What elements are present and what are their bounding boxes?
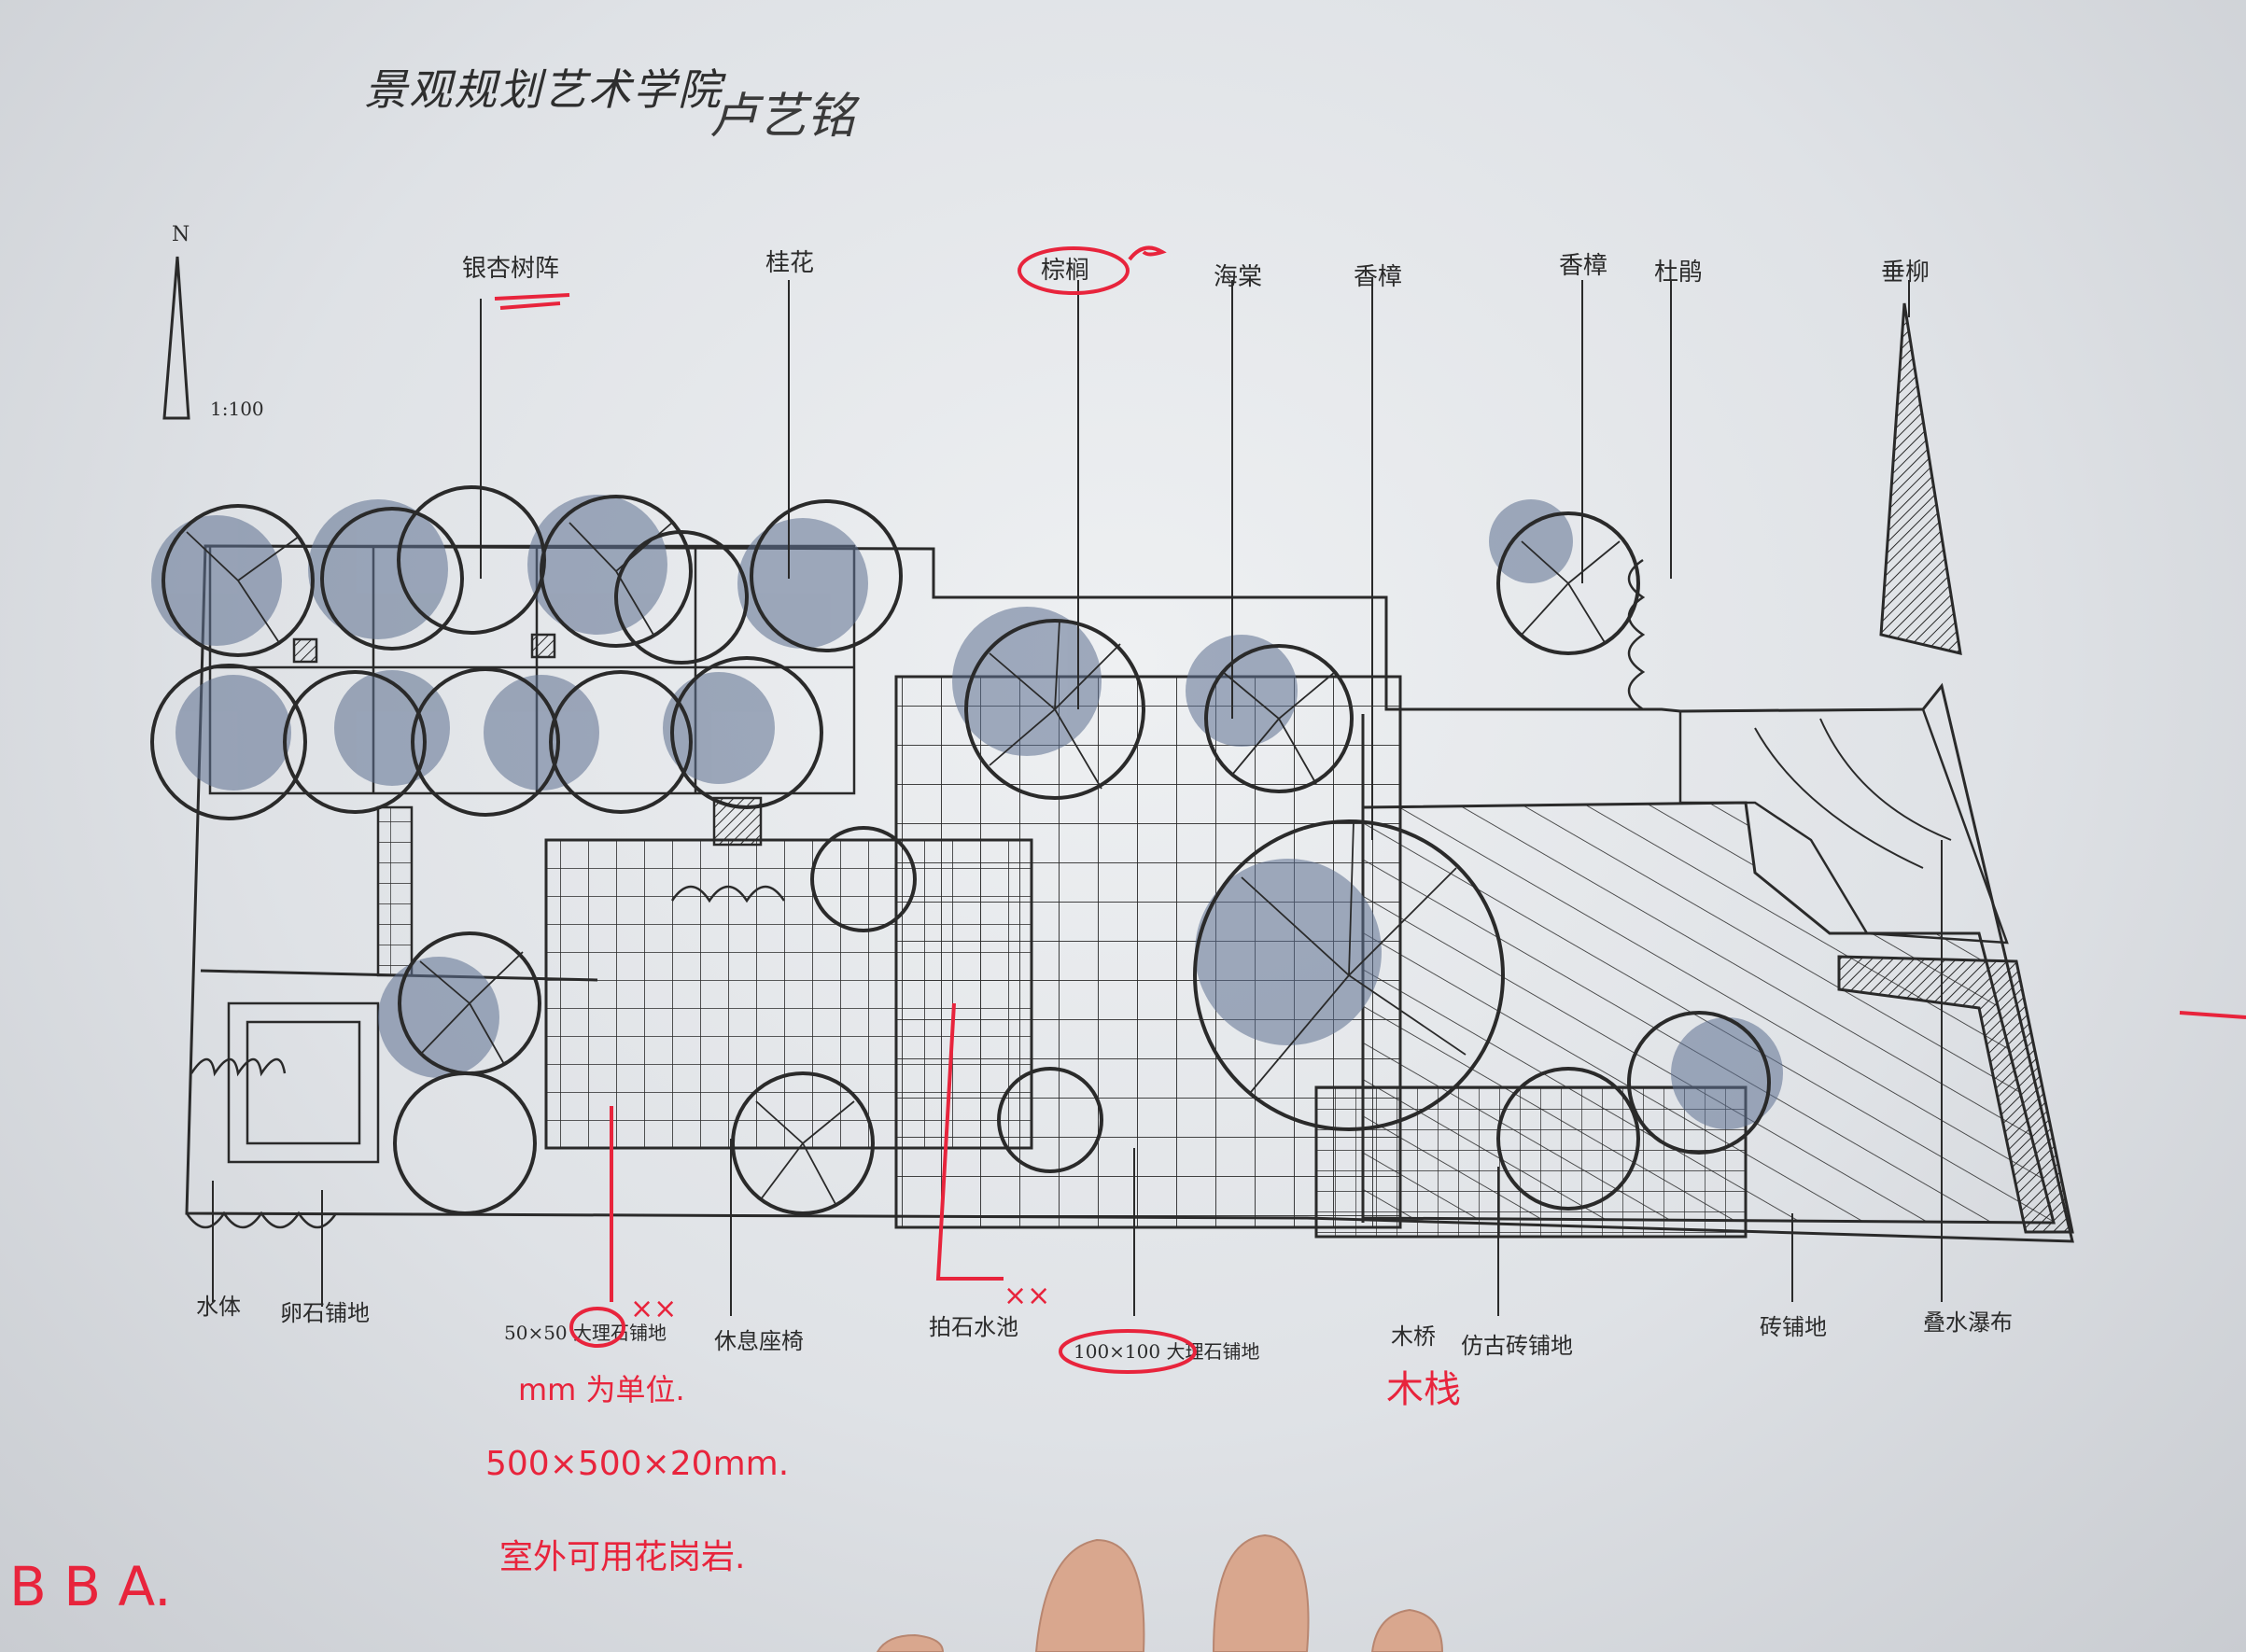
ginkgo-tree bbox=[283, 670, 427, 814]
label-waterfall: 叠水瀑布 bbox=[1923, 1309, 2013, 1336]
ginkgo-tree bbox=[411, 667, 560, 817]
shade-tree bbox=[393, 1071, 537, 1215]
ginkgo-tree bbox=[670, 656, 823, 809]
red-cross-2: ×× bbox=[1004, 1280, 1050, 1312]
tree-shadows bbox=[151, 495, 1783, 1129]
north-label: N bbox=[172, 223, 190, 246]
label-antique-brick: 仿古砖铺地 bbox=[1461, 1333, 1573, 1359]
shade-tree bbox=[1627, 1011, 1771, 1155]
label-pond: 拍石水池 bbox=[929, 1314, 1018, 1340]
ginkgo-tree bbox=[614, 530, 749, 665]
label-bench: 休息座椅 bbox=[714, 1328, 804, 1354]
bottom-labels: 水体 卵石铺地 50×50 大理石铺地 休息座椅 拍石水池 100×100 大理… bbox=[196, 1294, 2013, 1363]
label-pebble-paving: 卵石铺地 bbox=[280, 1300, 370, 1326]
red-bridge-fix: 木栈 bbox=[1386, 1368, 1461, 1411]
label-willow: 垂柳 bbox=[1881, 259, 1930, 287]
tree-canopies bbox=[150, 485, 1771, 1215]
red-notes: ×× ×× 木栈 mm 为单位. 500×500×20mm. 室外可用花岗岩. … bbox=[9, 1280, 1461, 1618]
label-marble-50: 50×50 大理石铺地 bbox=[504, 1322, 667, 1344]
top-labels: 银杏树阵 桂花 棕榈 海棠 香樟 香樟 杜鹃 垂柳 bbox=[462, 249, 1930, 291]
document-title: 景观规划艺术学院 bbox=[364, 64, 723, 115]
osmanthus-small bbox=[810, 826, 917, 932]
label-brick-paving: 砖铺地 bbox=[1760, 1314, 1827, 1340]
weeping-willow-waterfall bbox=[1837, 302, 2074, 1234]
label-palm: 棕榈 bbox=[1041, 257, 1089, 285]
label-water: 水体 bbox=[196, 1294, 241, 1320]
red-cross-1: ×× bbox=[630, 1293, 677, 1325]
ginkgo-tree bbox=[397, 485, 546, 635]
label-camphor-2: 香樟 bbox=[1559, 252, 1607, 280]
palm-tree bbox=[964, 619, 1145, 800]
tree-spokes bbox=[186, 522, 1621, 1205]
osmanthus-tree bbox=[750, 499, 903, 652]
shade-tree bbox=[1496, 1067, 1640, 1211]
label-ginkgo-array: 银杏树阵 bbox=[462, 255, 559, 283]
label-wood-bridge: 木桥 bbox=[1391, 1323, 1436, 1350]
ginkgo-tree bbox=[549, 670, 693, 814]
ginkgo-tree bbox=[540, 495, 693, 648]
label-marble-100: 100×100 大理石铺地 bbox=[1074, 1340, 1259, 1363]
large-camphor-tree bbox=[1193, 819, 1505, 1131]
red-note-size: 500×500×20mm. bbox=[485, 1445, 789, 1483]
camphor-tree bbox=[1496, 511, 1640, 655]
label-camphor-1: 香樟 bbox=[1354, 263, 1402, 291]
upper-right-path bbox=[1678, 707, 2009, 945]
label-begonia: 海棠 bbox=[1214, 263, 1262, 291]
red-corrections bbox=[494, 245, 2246, 1374]
label-osmanthus: 桂花 bbox=[765, 249, 814, 277]
scale-label: 1:100 bbox=[210, 398, 264, 420]
ginkgo-tree bbox=[161, 504, 315, 657]
red-note-unit: mm 为单位. bbox=[518, 1372, 685, 1407]
ginkgo-tree bbox=[150, 664, 307, 820]
leader-lines bbox=[212, 280, 1943, 1316]
red-grade: B B A. bbox=[9, 1555, 172, 1618]
north-arrow: N 1:100 bbox=[162, 223, 264, 420]
pond-tree bbox=[997, 1067, 1103, 1173]
label-azalea: 杜鹃 bbox=[1654, 259, 1703, 287]
begonia-tree bbox=[1204, 644, 1354, 793]
red-note-granite: 室外可用花岗岩. bbox=[499, 1538, 745, 1576]
ginkgo-tree bbox=[320, 507, 464, 651]
seating-tree bbox=[731, 1071, 875, 1215]
author-name: 卢艺铭 bbox=[709, 89, 856, 145]
fingers bbox=[876, 1533, 1444, 1652]
antique-brick-paving bbox=[1314, 1085, 1748, 1239]
